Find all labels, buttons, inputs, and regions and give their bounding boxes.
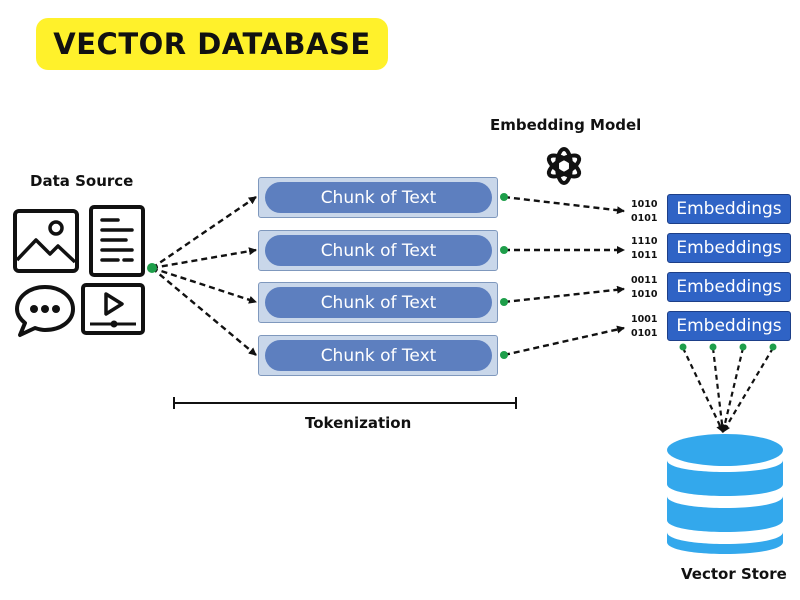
title-badge: VECTOR DATABASE	[36, 18, 388, 70]
chunk-label: Chunk of Text	[265, 182, 492, 213]
image-icon	[13, 209, 79, 273]
embedding-box: Embeddings	[667, 233, 791, 263]
chunk-label: Chunk of Text	[265, 287, 492, 318]
embedding-box: Embeddings	[667, 272, 791, 302]
connector-dot-embedding-2	[709, 343, 717, 351]
arrow-embedding-to-store-2	[711, 347, 727, 433]
arrow-chunk-1-to-embedding	[503, 195, 625, 215]
page-title: VECTOR DATABASE	[53, 27, 371, 61]
embedding-box: Embeddings	[667, 194, 791, 224]
arrow-embedding-to-store-4	[722, 347, 774, 433]
connector-dot-chunk-3	[500, 298, 508, 306]
connector-dot-source	[147, 263, 157, 273]
chunk-label: Chunk of Text	[265, 235, 492, 266]
connector-dot-chunk-1	[500, 193, 508, 201]
document-icon	[89, 205, 145, 277]
tokenization-bracket	[173, 397, 517, 409]
text-chunk: Chunk of Text	[258, 282, 498, 323]
arrow-source-to-chunk-2	[151, 247, 257, 270]
arrow-source-to-chunk-3	[151, 266, 257, 304]
text-chunk: Chunk of Text	[258, 230, 498, 271]
text-chunk: Chunk of Text	[258, 177, 498, 218]
chunk-label: Chunk of Text	[265, 340, 492, 371]
connector-dot-embedding-4	[769, 343, 777, 351]
arrow-embedding-to-store-3	[720, 347, 745, 433]
data-source-label: Data Source	[30, 172, 134, 190]
text-chunk: Chunk of Text	[258, 335, 498, 376]
arrow-source-to-chunk-1	[151, 196, 257, 269]
database-icon	[667, 434, 783, 554]
chat-icon	[15, 285, 75, 337]
vector-store-label: Vector Store	[681, 565, 787, 583]
connector-dot-embedding-3	[739, 343, 747, 351]
connector-dot-chunk-2	[500, 246, 508, 254]
arrow-chunk-3-to-embedding	[503, 285, 625, 304]
tokenization-label: Tokenization	[305, 414, 412, 432]
embedding-model-label: Embedding Model	[490, 116, 642, 134]
openai-logo-icon	[546, 147, 582, 185]
arrow-source-to-chunk-4	[151, 267, 257, 356]
arrow-embedding-to-store-1	[682, 347, 724, 433]
connector-dot-chunk-4	[500, 351, 508, 359]
video-icon	[81, 283, 145, 335]
connector-dot-embedding-1	[679, 343, 687, 351]
embedding-box: Embeddings	[667, 311, 791, 341]
arrow-chunk-4-to-embedding	[503, 325, 625, 357]
